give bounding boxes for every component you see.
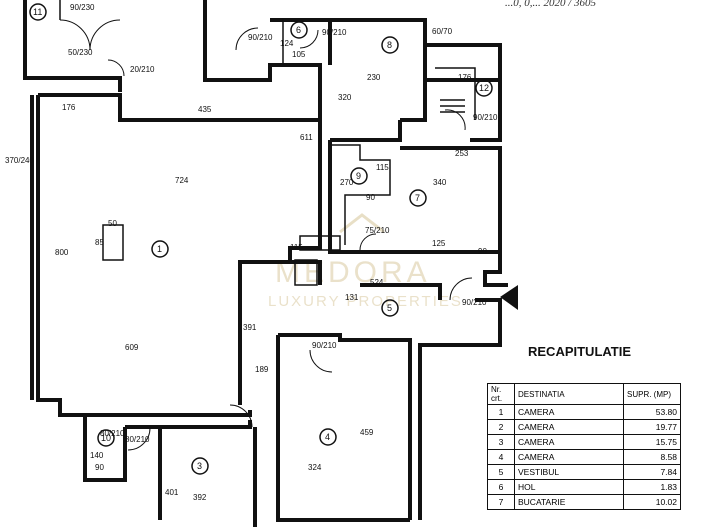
dimension-label: 20/210 <box>130 65 155 74</box>
room-marker: 6 <box>290 21 308 39</box>
watermark-tagline: LUXURY PROPERTIES <box>268 293 463 310</box>
svg-text:5: 5 <box>387 303 392 313</box>
recap-title: RECAPITULATIE <box>528 344 632 359</box>
dimension-label: 459 <box>360 428 374 437</box>
dimension-label: 800 <box>55 248 69 257</box>
room-markers: 1 3 4 5 6 7 8 9 10 11 12 <box>29 3 493 475</box>
svg-text:3: 3 <box>197 461 202 471</box>
room-marker: 8 <box>381 36 399 54</box>
dimension-label: 125 <box>432 239 446 248</box>
dimension-label: 80/210 <box>125 435 150 444</box>
dimension-label: 392 <box>193 493 207 502</box>
room-marker: 11 <box>29 3 47 21</box>
dimension-label: 131 <box>345 293 359 302</box>
svg-text:4: 4 <box>325 432 330 442</box>
dimension-label: 50 <box>108 219 117 228</box>
dimension-label: 611 <box>300 133 313 142</box>
dimension-label: 85 <box>95 238 104 247</box>
svg-text:6: 6 <box>296 25 301 35</box>
recap-header-row: Nr. crt. DESTINATIA SUPR. (MP) <box>487 383 681 405</box>
recap-header-nr: Nr. crt. <box>487 383 515 405</box>
dimension-labels: 90/230 50/230 90/210 90/210 90/210 60/70… <box>5 3 498 502</box>
dimension-label: 90/210 <box>248 33 273 42</box>
stair-marks <box>102 99 465 286</box>
recap-header-supr: SUPR. (MP) <box>623 383 681 405</box>
dimension-label: 435 <box>198 105 212 114</box>
dimension-label: 270 <box>340 178 354 187</box>
dimension-label: 80/210 <box>100 429 125 438</box>
svg-text:11: 11 <box>33 7 42 17</box>
svg-text:10: 10 <box>101 433 111 443</box>
dimension-label: 401 <box>165 488 179 497</box>
dimension-label: 60/70 <box>432 27 453 36</box>
dimension-label: 90/210 <box>462 298 487 307</box>
dimension-label: 340 <box>433 178 447 187</box>
dimension-label: 90/210 <box>322 28 347 37</box>
dimension-label: 391 <box>243 323 257 332</box>
dimension-label: 324 <box>308 463 322 472</box>
header-annotation: ...0, 0,... 2020 / 3605 <box>505 0 597 9</box>
room-marker: 1 <box>151 240 169 258</box>
room-marker: 10 <box>97 429 115 447</box>
dimension-label: 176 <box>458 73 472 82</box>
room-marker: 3 <box>191 457 209 475</box>
dimension-label: 253 <box>455 149 469 158</box>
dimension-label: 230 <box>367 73 381 82</box>
door-swings <box>59 19 473 451</box>
dimension-label: 609 <box>125 343 139 352</box>
dimension-label: 189 <box>255 365 269 374</box>
room-marker: 5 <box>381 299 399 317</box>
dimension-label: 176 <box>62 103 76 112</box>
room-marker: 9 <box>350 167 368 185</box>
dimension-label: 105 <box>292 50 306 59</box>
svg-text:9: 9 <box>356 171 361 181</box>
dimension-label: 115 <box>290 243 303 252</box>
dimension-label: 140 <box>90 451 104 460</box>
dimension-label: 90/210 <box>312 341 337 350</box>
dimension-label: 90 <box>366 193 375 202</box>
dimension-label: 75/210 <box>365 226 390 235</box>
svg-text:8: 8 <box>387 40 392 50</box>
entrance-arrow <box>500 285 518 310</box>
walls <box>23 0 508 527</box>
dimension-label: 90 <box>478 247 487 256</box>
svg-text:7: 7 <box>415 193 420 203</box>
dimension-label: 724 <box>175 176 189 185</box>
dimension-label: 524 <box>370 278 384 287</box>
room-marker: 4 <box>319 428 337 446</box>
svg-text:1: 1 <box>157 244 162 254</box>
dimension-label: 320 <box>338 93 352 102</box>
dimension-label: 50/230 <box>68 48 93 57</box>
dimension-label: 90/230 <box>70 3 95 12</box>
dimension-label: 90/210 <box>473 113 498 122</box>
dimension-label: 115 <box>376 163 389 172</box>
svg-text:12: 12 <box>479 83 489 93</box>
dimension-label: 370/240 <box>5 156 34 165</box>
dimension-label: 124 <box>280 39 294 48</box>
room-marker: 7 <box>409 189 427 207</box>
dimension-label: 90 <box>95 463 104 472</box>
room-marker: 12 <box>475 79 493 97</box>
recap-header-dest: DESTINATIA <box>514 383 624 405</box>
